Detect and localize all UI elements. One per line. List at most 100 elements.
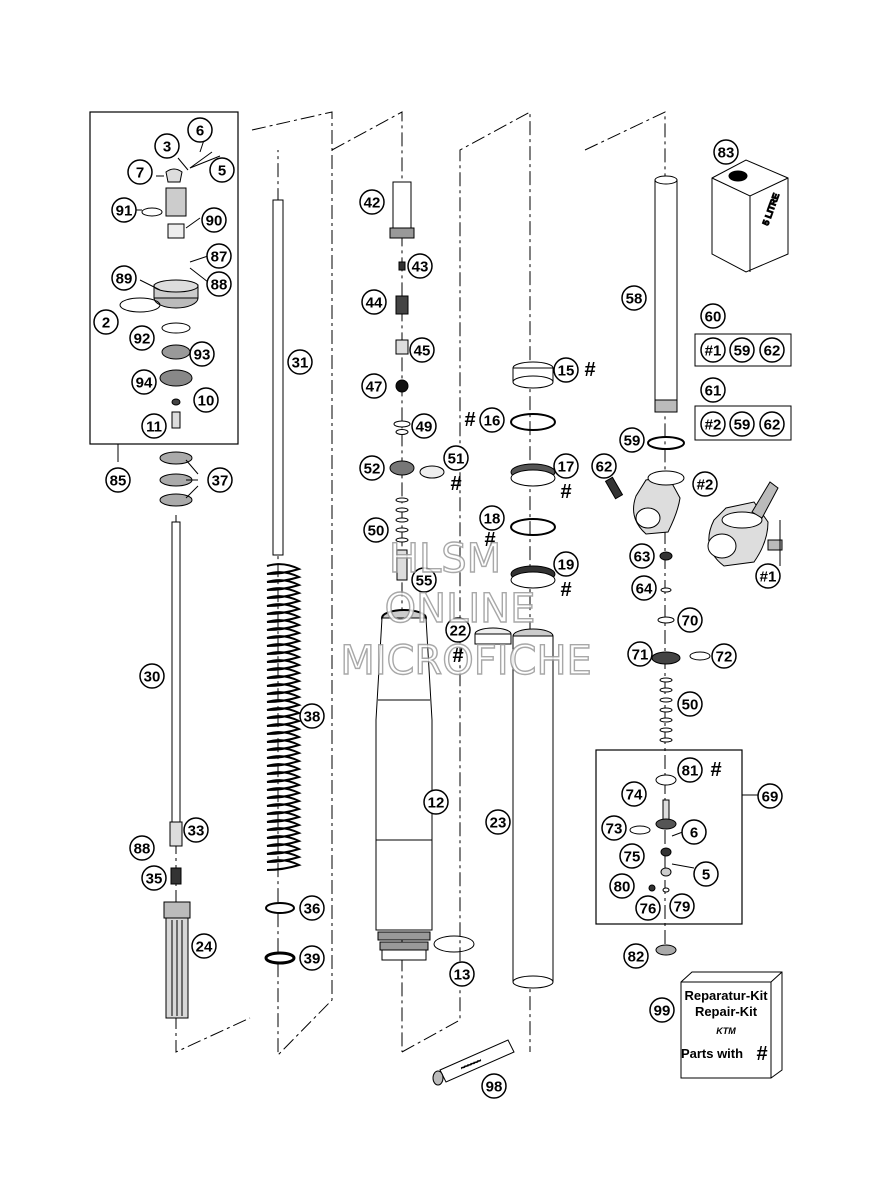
callout-c89: 89: [111, 265, 137, 291]
callout-circle: [479, 407, 505, 433]
callout-circle: [129, 835, 155, 861]
callout-c18: 18: [479, 505, 505, 531]
hash-mark: #: [560, 579, 571, 601]
callout-c80: 80: [609, 873, 635, 899]
callout-c31: 31: [287, 349, 313, 375]
leader-lines: [134, 139, 781, 869]
callout-circle: [759, 337, 785, 363]
callout-number: 16: [484, 413, 501, 430]
callout-c22: 22: [445, 617, 471, 643]
callout-number: 81: [682, 763, 699, 780]
callout-c88b: 88: [129, 835, 155, 861]
callout-number: 6: [196, 123, 204, 140]
callout-c58: 58: [621, 285, 647, 311]
callout-c5a: 5: [209, 157, 235, 183]
callout-circle: [693, 861, 719, 887]
callout-number: 62: [596, 459, 613, 476]
kit-brand-logo: KTM: [716, 1026, 736, 1036]
watermark-line-1: HLSM: [389, 536, 501, 582]
callout-circle: [553, 357, 579, 383]
callout-circle: [206, 271, 232, 297]
callout-c10: 10: [193, 387, 219, 413]
callout-number: 51: [448, 451, 465, 468]
piston-rod-30: [169, 521, 183, 885]
callout-number: 94: [136, 375, 153, 392]
callout-number: 99: [654, 1003, 671, 1020]
callout-circle: [619, 843, 645, 869]
callout-circle: [361, 289, 387, 315]
callout-circle: [759, 411, 785, 437]
hash-mark: #: [710, 759, 721, 781]
callout-number: 5: [702, 867, 710, 884]
callout-number: 52: [364, 461, 381, 478]
callout-c70: 70: [677, 607, 703, 633]
right-valve-parts: [629, 551, 711, 956]
callout-number: 45: [414, 343, 431, 360]
callout-circle: [443, 445, 469, 471]
callout-circle: [193, 387, 219, 413]
callout-c85: 85: [105, 467, 131, 493]
o-ring-13: [433, 935, 475, 953]
callout-number: 76: [640, 901, 657, 918]
callout-number: 39: [304, 951, 321, 968]
callout-c69: 69: [757, 783, 783, 809]
callout-circle: [111, 197, 137, 223]
callout-number: 92: [134, 331, 151, 348]
callout-c90: 90: [201, 207, 227, 233]
oil-can-83: 5 LITRE: [711, 159, 789, 273]
spring-38: [266, 563, 302, 871]
callout-circle: [127, 159, 153, 185]
hash-mark: #: [450, 473, 461, 495]
callout-number: 43: [412, 259, 429, 276]
callout-number: 13: [454, 967, 471, 984]
callout-circle: [619, 427, 645, 453]
callout-number: #1: [760, 569, 777, 586]
callout-circle: [729, 411, 755, 437]
hash-mark: #: [452, 645, 463, 667]
callout-c76: 76: [635, 895, 661, 921]
callout-c81: 81: [677, 757, 703, 783]
callout-circle: [757, 783, 783, 809]
callout-number: 17: [558, 459, 575, 476]
callout-circle: [359, 455, 385, 481]
callout-circle: [129, 325, 155, 351]
callout-circle: [201, 207, 227, 233]
callout-circle: [692, 471, 718, 497]
callout-number: #2: [705, 417, 722, 434]
callout-circle: [105, 467, 131, 493]
callout-circle: [207, 467, 233, 493]
callout-number: 19: [558, 557, 575, 574]
callout-number: 50: [682, 697, 699, 714]
kit-line-reparatur: Reparatur-Kit: [684, 988, 768, 1003]
callout-circle: [627, 641, 653, 667]
callout-c93: 93: [189, 341, 215, 367]
callout-c79: 79: [669, 893, 695, 919]
callout-c98: 98: [481, 1073, 507, 1099]
callout-c38: 38: [299, 703, 325, 729]
left-cartridge-parts: [119, 168, 199, 507]
watermark: HLSM ONLINE MICROFICHE: [339, 535, 592, 684]
callout-c62c: 62: [759, 411, 785, 437]
hash-mark: #: [484, 529, 495, 551]
callout-circle: [141, 865, 167, 891]
callout-c23: 23: [485, 809, 511, 835]
callout-number: 59: [624, 433, 641, 450]
callout-number: #2: [697, 477, 714, 494]
callout-c42: 42: [359, 189, 385, 215]
callout-circle: [677, 691, 703, 717]
callout-k2a: #2: [700, 411, 726, 437]
callout-circle: [601, 815, 627, 841]
callout-c6a: 6: [187, 117, 213, 143]
callout-number: 42: [364, 195, 381, 212]
callout-circle: [677, 607, 703, 633]
kit-box-61: [694, 405, 792, 441]
callout-number: 91: [116, 203, 133, 220]
callout-c55: 55: [411, 567, 437, 593]
callout-number: 61: [705, 383, 722, 400]
callout-c3: 3: [154, 133, 180, 159]
callout-circle: [131, 369, 157, 395]
callout-circle: [363, 517, 389, 543]
callout-number: #1: [705, 343, 722, 360]
callout-k1b: #1: [755, 563, 781, 589]
callout-number: 82: [628, 949, 645, 966]
